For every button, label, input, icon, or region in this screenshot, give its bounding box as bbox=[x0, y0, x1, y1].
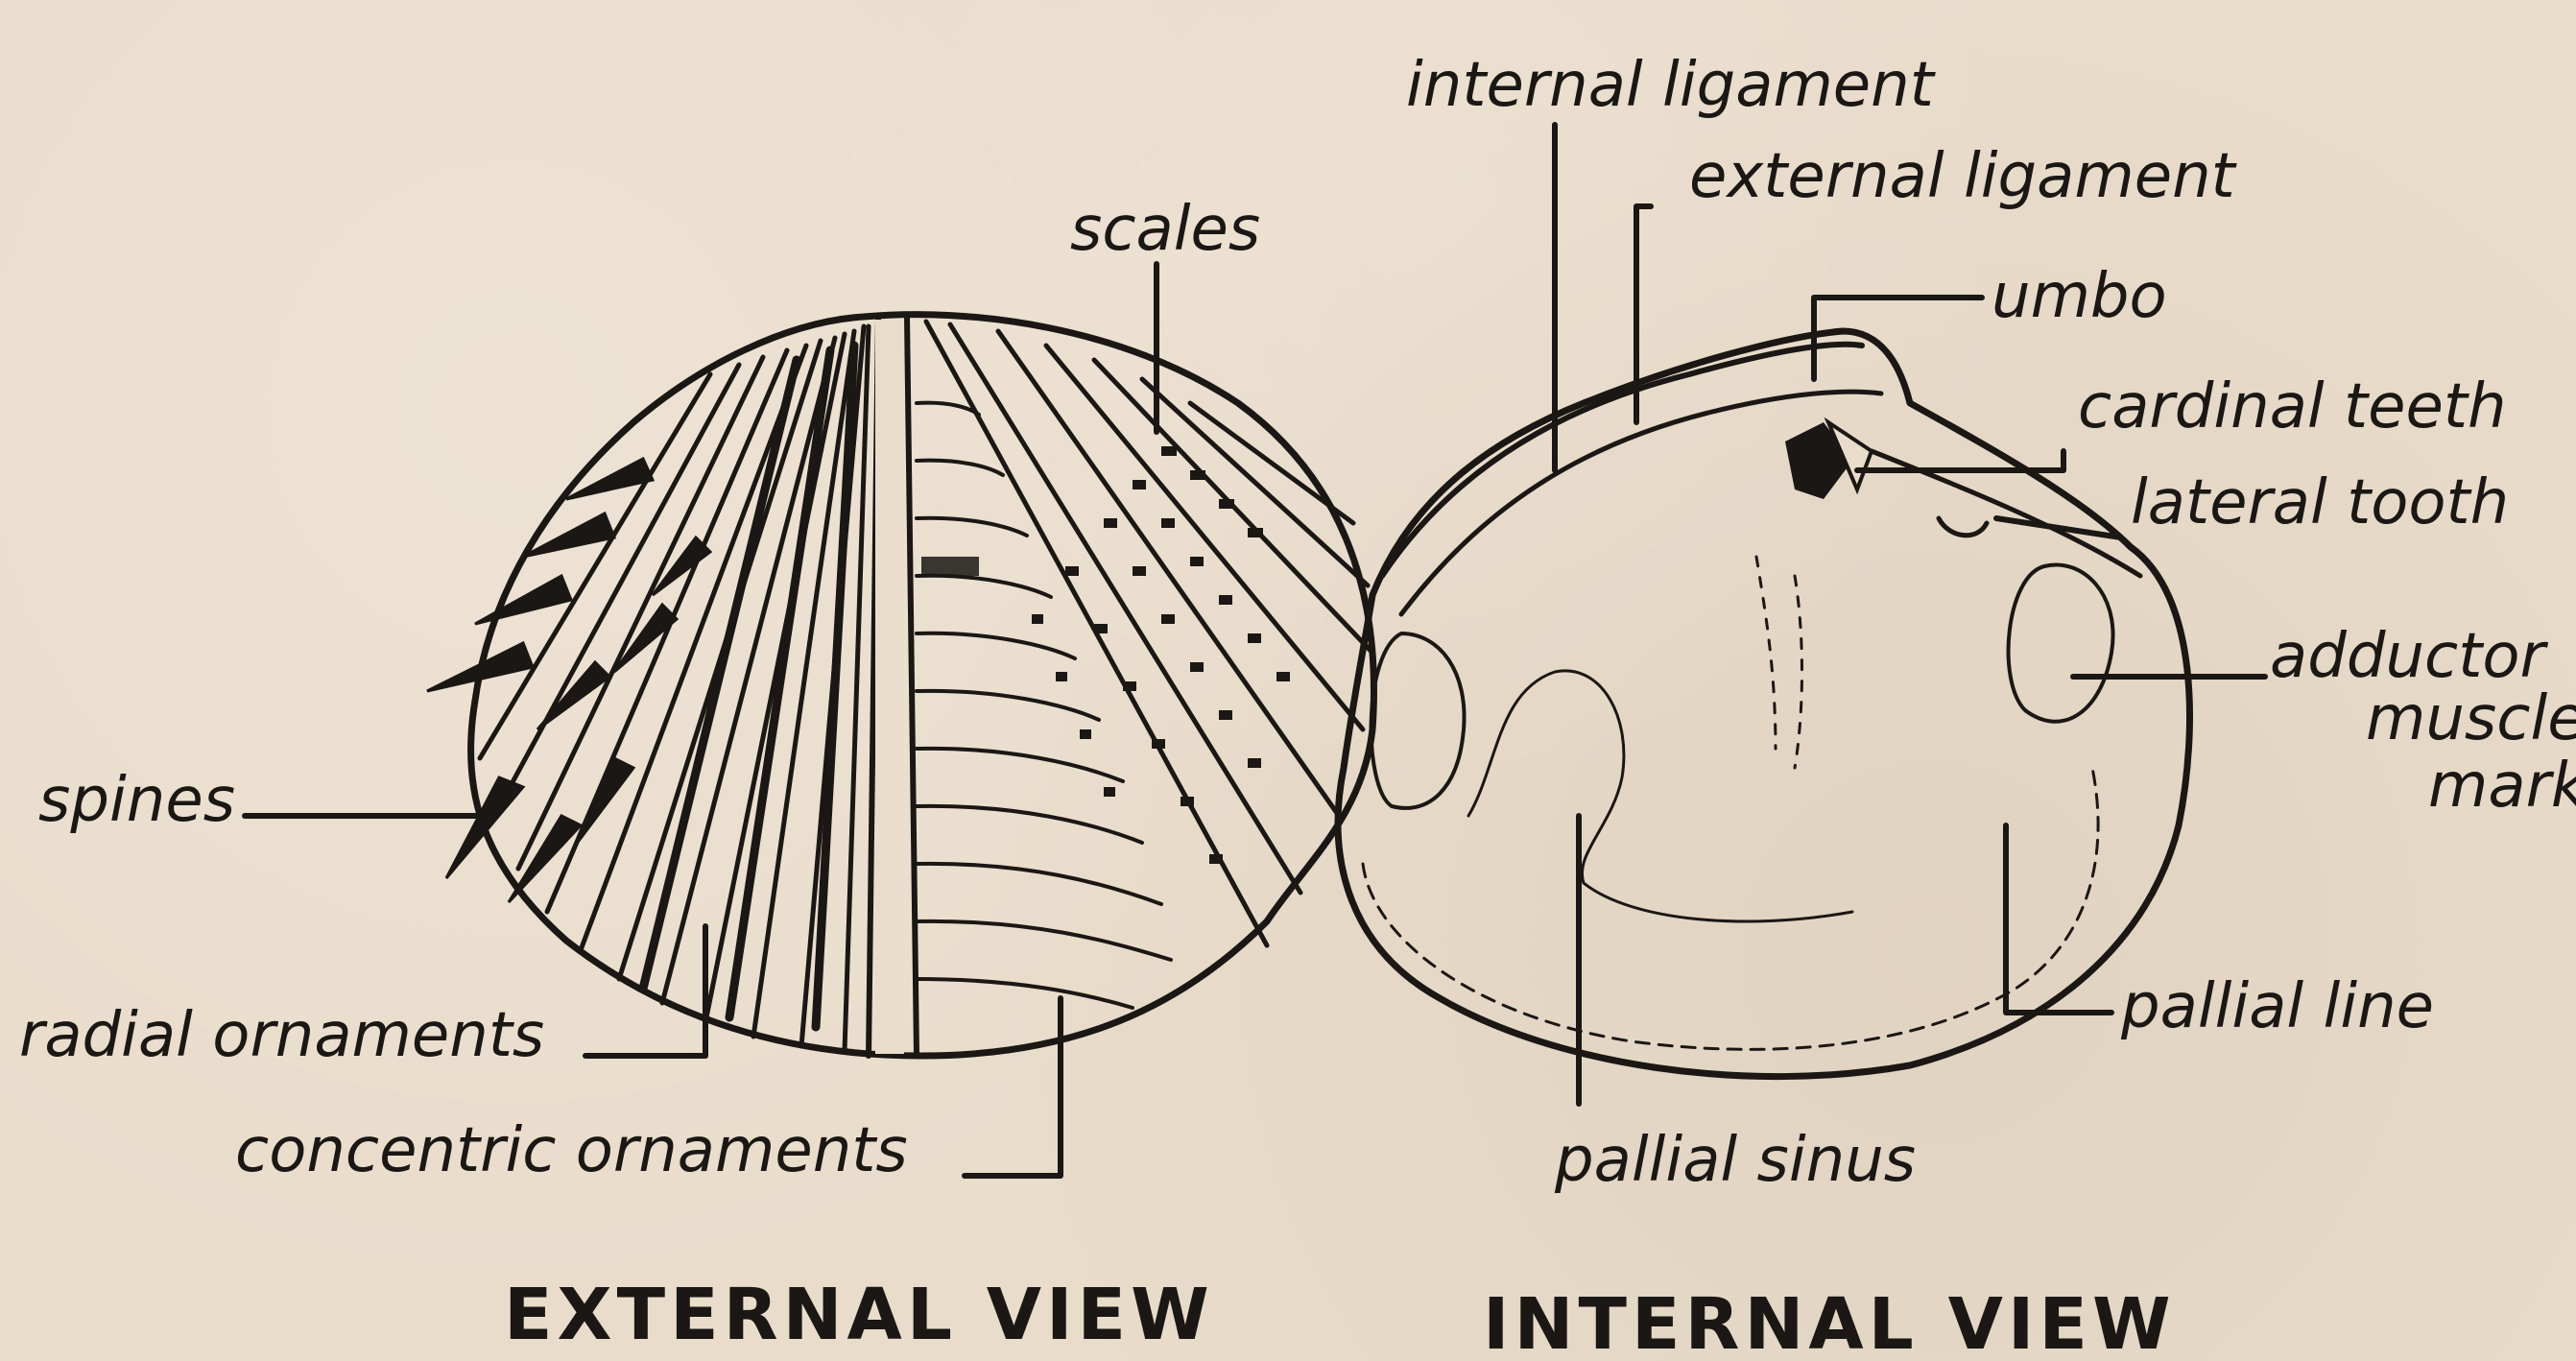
label-concentric-ornaments: concentric ornaments bbox=[235, 1115, 908, 1186]
caption-internal-view: INTERNAL VIEW bbox=[1483, 1283, 2176, 1361]
cardinal-teeth-shape bbox=[1785, 422, 1872, 499]
pallial-sinus-line bbox=[1468, 671, 1852, 921]
right-radial-ribs bbox=[926, 322, 1372, 945]
label-external-ligament: external ligament bbox=[1689, 141, 2238, 212]
hinge-cut-gap bbox=[875, 320, 904, 1054]
external-shell bbox=[427, 315, 1373, 1056]
label-umbo: umbo bbox=[1992, 261, 2167, 332]
label-internal-ligament: internal ligament bbox=[1406, 50, 1937, 121]
label-adductor-2: muscle bbox=[2366, 683, 2576, 754]
internal-shell-outline bbox=[1338, 331, 2189, 1077]
lateral-tooth-shape bbox=[1939, 518, 1987, 536]
leader-lines bbox=[245, 125, 2265, 1176]
label-adductor-1: adductor bbox=[2270, 621, 2548, 692]
adductor-scar-left bbox=[1371, 633, 1465, 808]
adductor-scar-right bbox=[2009, 564, 2113, 721]
caption-external-view: EXTERNAL VIEW bbox=[504, 1274, 1214, 1356]
interior-dashed-band bbox=[1756, 557, 1802, 768]
label-lateral-tooth: lateral tooth bbox=[2131, 467, 2509, 538]
label-pallial-line: pallial line bbox=[2120, 971, 2434, 1042]
concentric-lines bbox=[917, 403, 1171, 1008]
label-scales: scales bbox=[1070, 194, 1260, 265]
ligament-band-inner bbox=[1401, 392, 1881, 614]
label-pallial-sinus: pallial sinus bbox=[1554, 1125, 1916, 1196]
radial-ribs bbox=[480, 326, 869, 1051]
label-cardinal-teeth: cardinal teeth bbox=[2078, 371, 2507, 442]
label-spines: spines bbox=[38, 765, 235, 836]
label-radial-ornaments: radial ornaments bbox=[19, 1000, 544, 1071]
internal-shell bbox=[1338, 331, 2189, 1077]
concentric-shade bbox=[921, 557, 979, 576]
label-adductor-3: mark bbox=[2428, 751, 2576, 822]
